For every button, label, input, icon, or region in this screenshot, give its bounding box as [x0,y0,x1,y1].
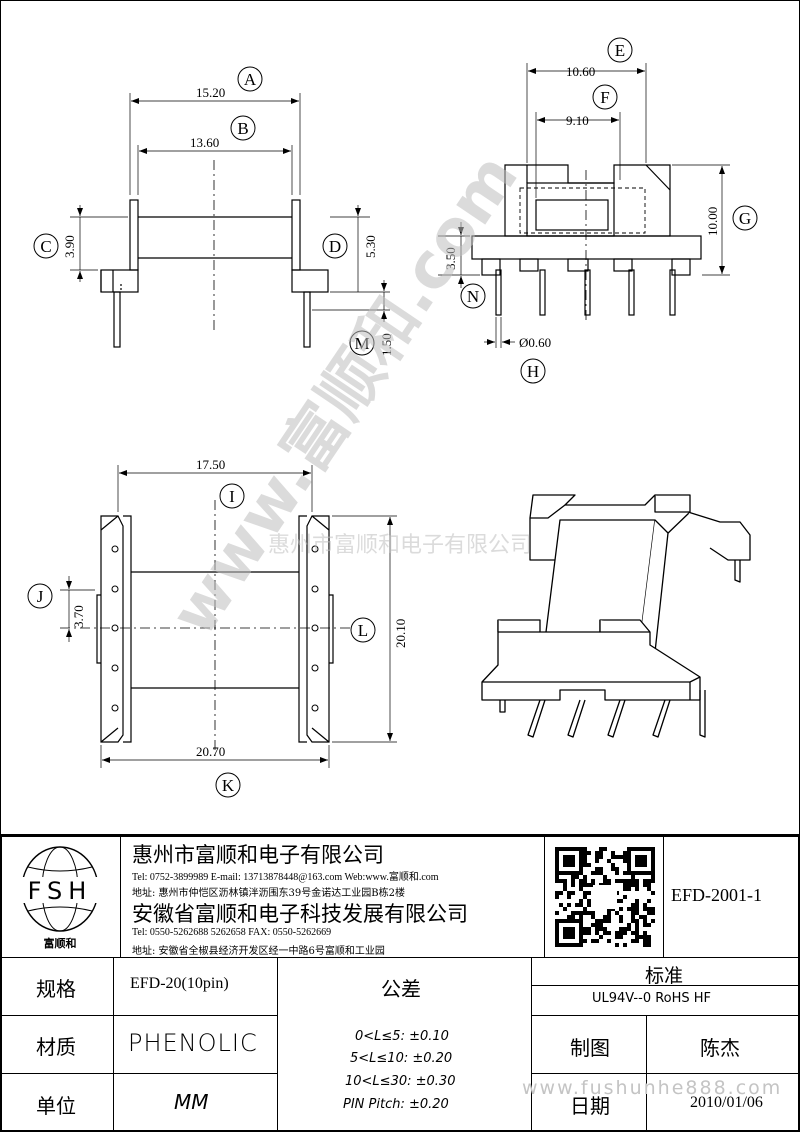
date-value: 2010/01/06 [690,1094,763,1111]
svg-text:1.50: 1.50 [379,333,394,356]
svg-text:H: H [527,362,539,381]
part-number: EFD-2001-1 [671,885,762,905]
front-dim-m: 1.50 M [349,330,394,356]
title-block: FSH 富顺和 惠州市富顺和电子有限公司 Tel: 0752-3899989 E… [0,835,800,1132]
company1-address: 地址: 惠州市仲恺区沥林镇泮沥围东39号金诺达工业园B栋2楼 [132,888,405,899]
tolerance-pin-pitch: PIN Pitch: ±0.20 [343,1097,449,1112]
tolerance-label: 公差 [381,977,421,1001]
svg-text:17.50: 17.50 [196,457,225,472]
svg-text:3.70: 3.70 [71,605,86,628]
svg-text:10.00: 10.00 [705,207,720,236]
svg-text:5.30: 5.30 [363,235,378,258]
spec-label: 规格 [36,977,76,1001]
svg-text:10.60: 10.60 [566,64,595,79]
svg-text:M: M [354,334,369,353]
svg-text:E: E [615,41,625,60]
company2-contact: Tel: 0550-5262688 5262658 FAX: 0550-5262… [132,927,332,938]
svg-text:3.90: 3.90 [62,235,77,258]
material-label: 材质 [36,1035,76,1059]
company2-address: 地址: 安徽省全椒县经济开发区经一中路6号富顺和工业园 [132,946,385,957]
material-value: PHENOLIC [128,1029,258,1057]
svg-text:富顺和: 富顺和 [44,936,77,950]
drawn-value: 陈杰 [700,1036,740,1060]
spec-value: EFD-20(10pin) [130,975,229,992]
svg-text:B: B [237,119,248,138]
front-view [70,93,390,348]
side-dim-e: 10.60 E [566,37,633,79]
company2-name: 安徽省富顺和电子科技发展有限公司 [132,902,468,926]
bottom-dim-k: 20.70 K [196,744,241,798]
company-logo: FSH 富顺和 [14,846,106,950]
date-label: 日期 [570,1094,610,1118]
svg-text:C: C [40,237,51,256]
svg-text:D: D [329,237,341,256]
svg-text:J: J [37,587,44,606]
svg-text:F: F [600,88,609,107]
bottom-dim-l: 20.10 L [350,617,408,648]
bottom-dim-j: 3.70 J [27,583,86,628]
side-dim-g: 10.00 G [705,205,758,236]
standard-label: 标准 [645,965,684,987]
unit-label: 单位 [36,1094,76,1118]
isometric-view [481,494,751,738]
website-watermark: www.fushunhe888.com [522,1077,783,1099]
svg-text:15.20: 15.20 [196,85,225,100]
unit-value: MM [174,1090,209,1114]
svg-text:FSH: FSH [28,877,93,905]
svg-text:惠州市富顺和电子有限公司: 惠州市富顺和电子有限公司 [268,533,532,558]
company1-name: 惠州市富顺和电子有限公司 [132,843,384,867]
side-dim-f: 9.10 F [566,84,618,128]
front-dim-d: 5.30 D [322,233,378,259]
svg-text:G: G [739,209,751,228]
side-dim-n: 3.50 N [443,247,486,309]
svg-text:I: I [229,487,235,506]
svg-text:20.70: 20.70 [196,744,225,759]
company1-contact: Tel: 0752-3899989 E-mail: 13713878448@16… [132,872,439,883]
technical-drawing: 15.20 A 13.60 B 3.90 C 5.30 D 1.50 M [0,0,800,835]
svg-text:20.10: 20.10 [393,619,408,648]
svg-text:L: L [358,621,368,640]
svg-text:A: A [244,70,257,89]
tolerance-1: 0<L≤5: ±0.10 [355,1029,449,1044]
svg-text:K: K [222,776,235,795]
svg-text:13.60: 13.60 [190,135,219,150]
bottom-view-pin-holes [111,545,319,712]
standard-value: UL94V--0 RoHS HF [592,991,712,1006]
bottom-dim-i: 17.50 I [196,457,245,509]
tolerance-2: 5<L≤10: ±0.20 [350,1051,453,1066]
drawn-label: 制图 [570,1036,610,1060]
svg-text:9.10: 9.10 [566,113,589,128]
svg-text:Ø0.60: Ø0.60 [519,335,551,350]
svg-text:N: N [467,287,479,306]
bottom-view [60,465,397,768]
front-dim-b: 13.60 B [190,115,256,150]
qr-code [555,847,655,947]
svg-text:3.50: 3.50 [443,247,458,270]
front-dim-a: 15.20 A [196,66,263,100]
side-dim-h: Ø0.60 H [519,335,551,384]
front-dim-c: 3.90 C [33,233,77,259]
tolerance-3: 10<L≤30: ±0.30 [345,1074,456,1089]
side-view [438,63,730,348]
